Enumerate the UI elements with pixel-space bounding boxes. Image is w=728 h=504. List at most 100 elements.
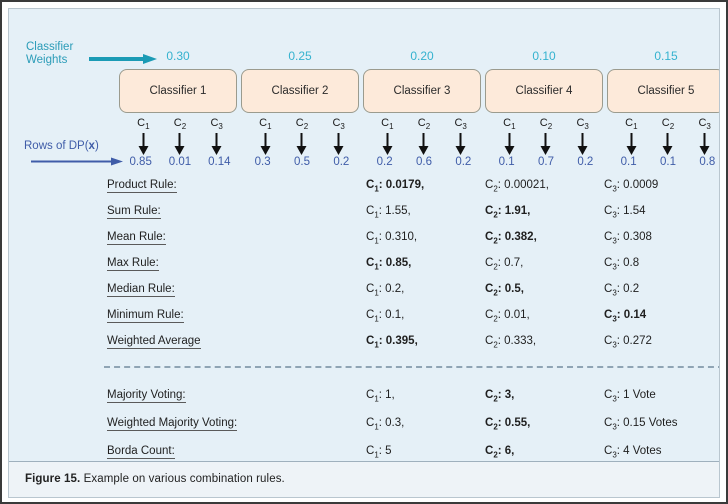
table-row: Median Rule:C1: 0.2,C2: 0.5,C3: 0.2: [9, 283, 719, 309]
rule-value-c2: C2: 0.00021,: [485, 179, 549, 194]
down-arrow-icon: [626, 133, 637, 156]
down-arrow-icon: [455, 133, 466, 156]
dp-value-4-1: 0.1: [498, 156, 515, 169]
rule-value-c3: C3: 1 Vote: [604, 389, 656, 404]
table-row: Borda Count: C1: 5 C2: 6, C3: 4 Votes: [9, 445, 719, 473]
rule-value-c2: C2: 0.5,: [485, 283, 524, 298]
rule-value-c3: C3: 0.272: [604, 335, 652, 350]
table-row: Sum Rule:C1: 1.55,C2: 1.91,C3: 1.54: [9, 205, 719, 231]
down-arrow-row-1: [119, 131, 241, 156]
caption-band: Figure 15. Example on various combinatio…: [9, 461, 719, 497]
class-label-c1: C1: [137, 117, 150, 132]
rule-name-label: Majority Voting:: [107, 389, 186, 403]
figure-caption: Figure 15. Example on various combinatio…: [25, 473, 285, 485]
rule-name-label: Max Rule:: [107, 257, 159, 271]
down-arrow-row-4: [485, 131, 607, 156]
table-row: Majority Voting: C1: 1, C2: 3, C3: 1 Vote: [9, 389, 719, 417]
rule-name-label: Borda Count:: [107, 445, 175, 459]
dp-value-2-3: 0.2: [333, 156, 350, 169]
rule-value-c2: C2: 6,: [485, 445, 515, 460]
rule-value-c1: C1: 0.0179,: [366, 179, 425, 194]
rule-value-c3: C3: 0.2: [604, 283, 640, 298]
table-row: Mean Rule:C1: 0.310,C2: 0.382,C3: 0.308: [9, 231, 719, 257]
down-arrow-icon: [662, 133, 673, 156]
rule-value-c1: C1: 0.3,: [366, 417, 405, 432]
down-arrow-icon: [382, 133, 393, 156]
dp-value-2-2: 0.5: [293, 156, 310, 169]
classifier-weights-label-line1: Classifier: [26, 41, 74, 53]
class-label-c1: C1: [381, 117, 394, 132]
rule-value-c3: C3: 0.308: [604, 231, 652, 246]
rule-value-c2: C2: 0.382,: [485, 231, 537, 246]
right-arrow-teal-icon: [89, 54, 157, 64]
class-label-c2: C2: [661, 117, 675, 132]
down-arrow-icon: [540, 133, 551, 156]
rule-value-c3: C3: 1.54: [604, 205, 646, 220]
rule-value-c3: C3: 4 Votes: [604, 445, 662, 460]
classifier-box-2[interactable]: Classifier 2: [241, 69, 359, 113]
dp-value-1-1: 0.85: [129, 156, 152, 169]
rule-name-label: Weighted Average: [107, 335, 201, 349]
dp-value-5-1: 0.1: [620, 156, 637, 169]
rule-name-label: Weighted Majority Voting:: [107, 417, 238, 431]
table-row: Max Rule:C1: 0.85,C2: 0.7,C3: 0.8: [9, 257, 719, 283]
dp-value-1-2: 0.01: [168, 156, 192, 169]
rule-name-label: Sum Rule:: [107, 205, 161, 219]
classifier-weights-label-line2: Weights: [26, 54, 68, 66]
class-label-c3: C3: [698, 117, 711, 132]
right-arrow-blue-icon: [31, 157, 123, 166]
rule-value-c1: C1: 5: [366, 445, 392, 460]
caption-body: Example on various combination rules.: [80, 473, 285, 485]
dp-value-row-4: 0.1 0.7 0.2: [485, 155, 607, 168]
rule-value-c2: C2: 0.333,: [485, 335, 537, 350]
rule-name-label: Median Rule:: [107, 283, 175, 297]
combination-rules-table: Product Rule: C1: 0.0179, C2: 0.00021, C3: …: [9, 179, 719, 361]
down-arrow-icon: [296, 133, 307, 156]
classifier-weight-2: 0.25: [288, 49, 312, 63]
rule-value-c2: C2: 0.01,: [485, 309, 530, 324]
class-label-c3: C3: [332, 117, 345, 132]
down-arrow-icon: [504, 133, 515, 156]
rule-value-c1: C1: 0.310,: [366, 231, 418, 246]
class-label-c1: C1: [259, 117, 272, 132]
rule-value-c2: C2: 3,: [485, 389, 515, 404]
table-row: Weighted Average C1: 0.395, C2: 0.333, C3: …: [9, 335, 719, 361]
dp-value-4-2: 0.7: [537, 156, 554, 169]
down-arrow-row-5: [607, 131, 719, 156]
rule-name-label: Product Rule:: [107, 179, 177, 193]
classifier-box-3[interactable]: Classifier 3: [363, 69, 481, 113]
class-label-c2: C2: [173, 117, 187, 132]
rule-value-c1: C1: 0.1,: [366, 309, 405, 324]
classifier-box-5[interactable]: Classifier 5: [607, 69, 719, 113]
class-label-c2: C2: [417, 117, 431, 132]
rule-value-c1: C1: 0.395,: [366, 335, 418, 350]
dp-value-5-3: 0.8: [699, 156, 716, 169]
dp-value-3-3: 0.2: [455, 156, 472, 169]
dp-value-3-2: 0.6: [415, 156, 432, 169]
down-arrow-row-3: [363, 131, 485, 156]
classifier-box-4[interactable]: Classifier 4: [485, 69, 603, 113]
rule-value-c1: C1: 1,: [366, 389, 395, 404]
section-divider: [104, 366, 719, 368]
class-label-c2: C2: [539, 117, 553, 132]
rule-value-c3: C3: 0.15 Votes: [604, 417, 678, 432]
down-arrow-icon: [699, 133, 710, 156]
dp-value-4-3: 0.2: [577, 156, 594, 169]
down-arrow-icon: [174, 133, 185, 156]
rows-label-suffix: ): [94, 140, 99, 152]
classifier-box-1[interactable]: Classifier 1: [119, 69, 237, 113]
